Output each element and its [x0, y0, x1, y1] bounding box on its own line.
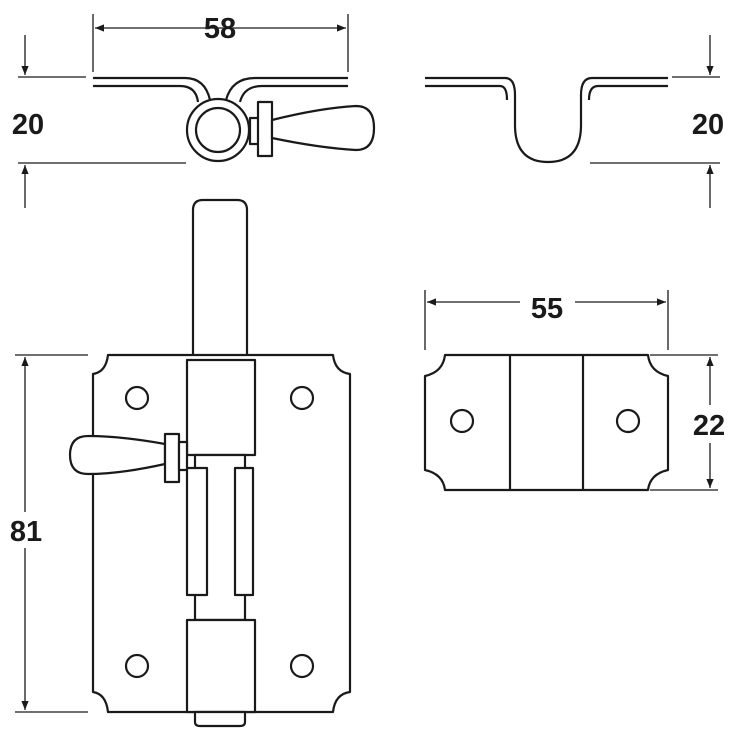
keeper-top-view: 20 — [425, 35, 724, 208]
keeper-front-view: 55 22 — [423, 285, 725, 492]
bolt-top-view: 58 20 — [12, 13, 376, 208]
dimension-label-55: 55 — [531, 293, 563, 325]
dimension-label-22: 22 — [693, 410, 725, 442]
dimension-label-20-right: 20 — [692, 109, 724, 141]
dimension-label-20-left: 20 — [12, 109, 44, 141]
dimension-label-81: 81 — [10, 516, 42, 548]
dimension-label-58: 58 — [204, 13, 236, 45]
bolt-front-view: 81 — [10, 198, 352, 728]
